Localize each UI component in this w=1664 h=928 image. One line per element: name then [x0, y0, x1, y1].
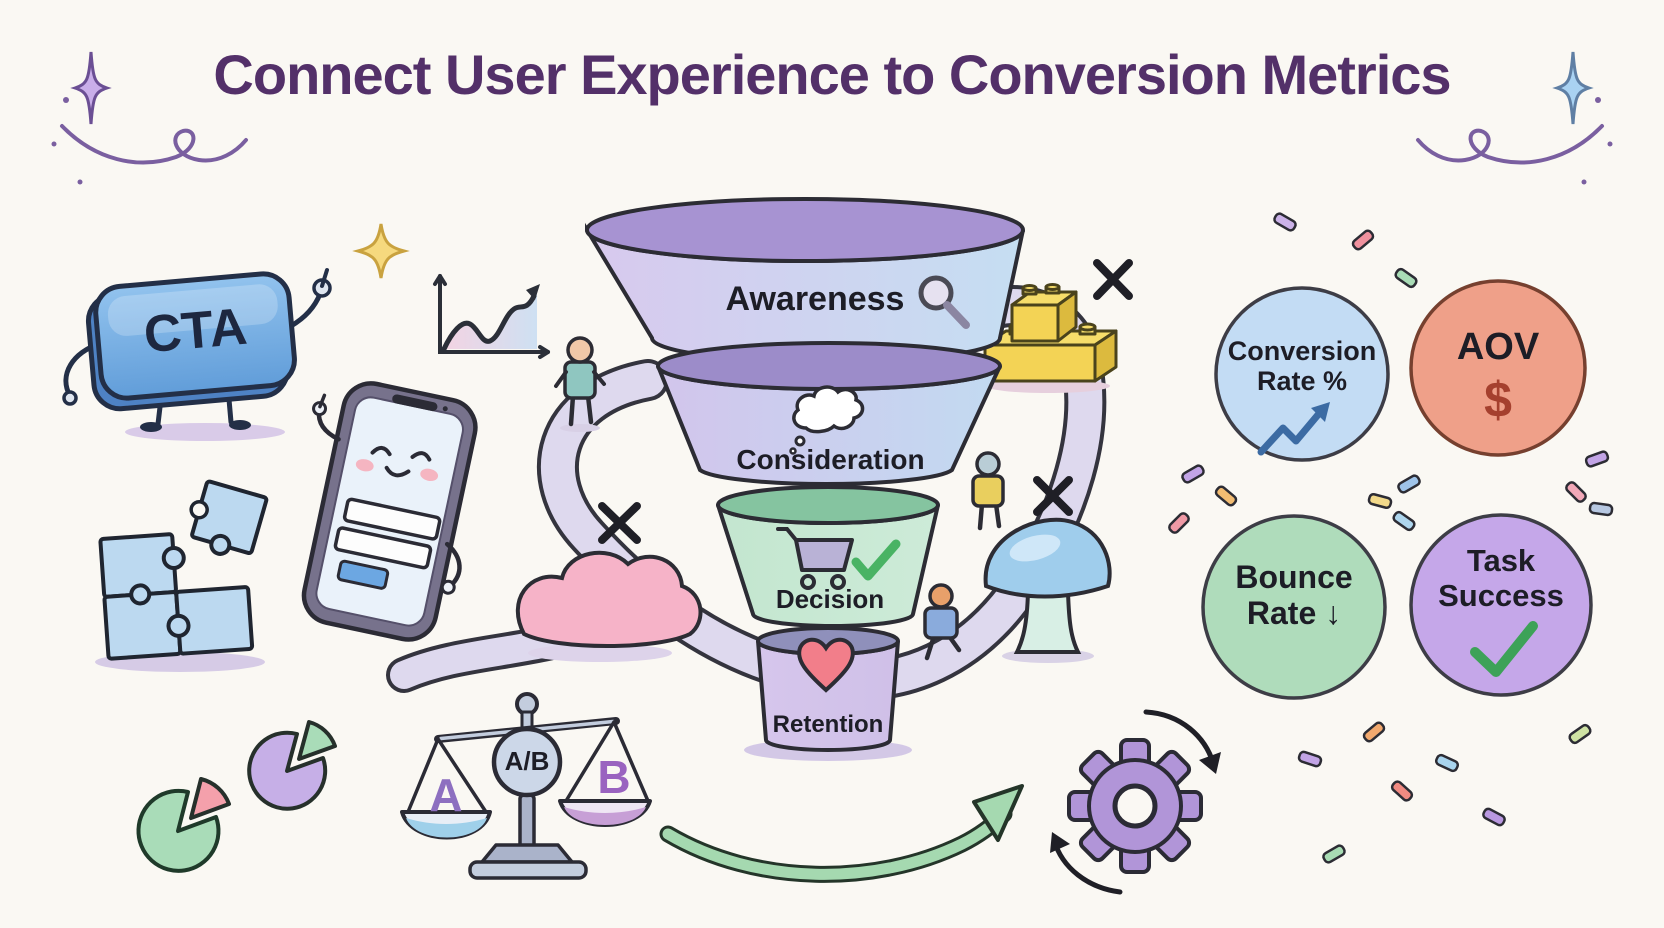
page-title: Connect User Experience to Conversion Me… — [213, 43, 1451, 106]
pie-chart-green-icon — [136, 777, 231, 873]
thought-bubble-icon — [789, 385, 865, 455]
walking-person-yellow — [971, 451, 1005, 531]
metric-circle-conversion-rate — [1214, 286, 1390, 462]
metric-label-conversion-rate: Conversion Rate % — [1227, 336, 1377, 397]
trend-chart-icon — [433, 274, 550, 359]
trend-up-arrow-icon — [1257, 402, 1330, 456]
funnel-stage-label-decision: Decision — [775, 584, 885, 614]
confetti-piece — [1584, 450, 1610, 468]
confetti-piece — [1351, 229, 1375, 251]
ab-variant-a-label: A — [429, 769, 463, 821]
growth-swoosh-arrow-icon — [659, 784, 1024, 883]
walking-person-teal — [554, 336, 606, 432]
puzzle-pieces-icon — [95, 479, 269, 672]
confetti-piece — [1297, 750, 1323, 768]
heart-icon — [797, 637, 855, 693]
funnel-stage-label-retention: Retention — [772, 711, 884, 738]
funnel-stage-awareness — [584, 197, 1025, 364]
metric-label-aov: AOV — [1456, 326, 1540, 368]
confetti-piece — [1214, 485, 1238, 507]
magnifier-icon — [918, 275, 970, 329]
sparkle-icon — [352, 223, 410, 279]
cta-character — [62, 268, 332, 441]
cart-icon — [776, 527, 854, 590]
phone-form-field — [333, 526, 433, 570]
funnel-stage-retention — [756, 626, 900, 752]
metric-circle-bounce-rate — [1201, 514, 1387, 700]
confetti-piece — [1322, 844, 1346, 864]
funnel — [584, 197, 1025, 761]
confetti-piece — [1392, 510, 1416, 532]
x-mark-mushroom — [1033, 476, 1073, 516]
cycle-arrows-icon — [1050, 709, 1221, 895]
gear-icon — [1067, 738, 1203, 874]
confetti-piece — [1362, 721, 1386, 743]
funnel-stage-label-consideration: Consideration — [736, 444, 925, 475]
mushroom-icon — [983, 517, 1112, 663]
title-left-flourish — [51, 97, 248, 185]
walking-person-blue — [923, 583, 962, 661]
confetti-piece — [1482, 807, 1506, 827]
ab-badge-circle — [491, 726, 563, 798]
x-mark-lego — [1093, 259, 1133, 300]
confetti-piece — [1181, 464, 1205, 484]
confetti-piece — [1588, 501, 1614, 517]
metric-label-task-success: Task Success — [1438, 543, 1564, 613]
metric-circle-aov — [1409, 279, 1587, 457]
confetti-layer — [1168, 212, 1614, 864]
ab-test-scale — [400, 692, 652, 880]
phone-submit-button — [336, 559, 390, 590]
metric-label-bounce-rate: Bounce Rate ↓ — [1235, 559, 1353, 631]
title-right-sparkle-icon — [1552, 51, 1594, 125]
confetti-piece — [1367, 492, 1393, 510]
pie-chart-purple-icon — [247, 720, 337, 811]
phone-smiley-face — [355, 445, 439, 482]
confetti-piece — [1397, 474, 1421, 494]
confetti-piece — [1273, 212, 1297, 232]
pink-cloud-icon — [515, 550, 703, 662]
confetti-piece — [1434, 753, 1460, 773]
ab-variant-b-label: B — [597, 751, 631, 803]
confetti-piece — [1565, 481, 1587, 503]
dollar-icon: $ — [1484, 372, 1512, 428]
task-success-check-icon — [1470, 621, 1538, 677]
lego-bricks-icon — [983, 283, 1118, 393]
x-mark-cloud — [598, 502, 641, 544]
title-left-sparkle-icon — [70, 51, 112, 125]
confetti-piece — [1390, 780, 1414, 802]
phone-character — [301, 381, 478, 642]
confetti-piece — [1394, 267, 1418, 289]
phone-form-field — [342, 497, 442, 541]
title-right-flourish — [1416, 97, 1613, 185]
funnel-stage-label-awareness: Awareness — [725, 280, 905, 318]
ab-test-badge: A/B — [504, 746, 550, 776]
decision-check-icon — [851, 539, 901, 581]
metric-circle-task-success — [1409, 513, 1593, 697]
confetti-piece — [1568, 723, 1592, 745]
confetti-piece — [1168, 512, 1190, 534]
